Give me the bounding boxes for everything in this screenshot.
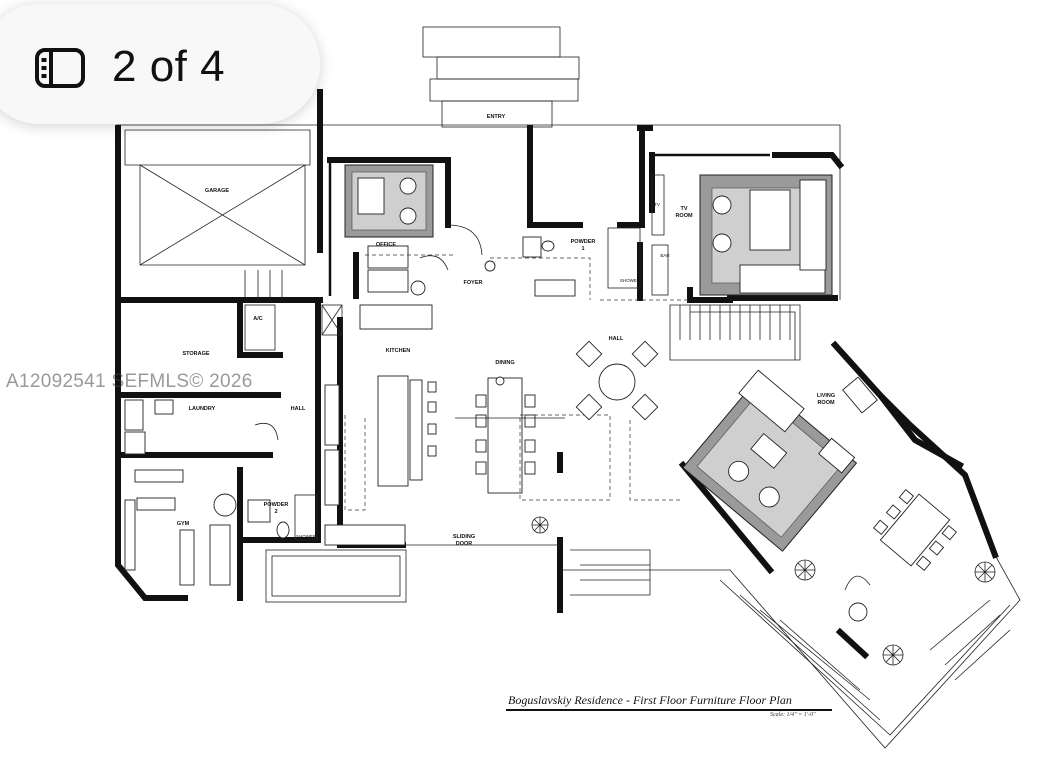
living-room-label: LIVING [817, 393, 835, 399]
hall-1-label: HALL [609, 336, 624, 342]
hall-seating: HALL [575, 336, 659, 421]
powder-1: POWDER 1 SHOWER [522, 227, 641, 297]
tv-mark: TV [654, 202, 660, 207]
watermark: A12092541 SEFMLS© 2026 [6, 371, 253, 392]
foyer-label: FOYER [464, 280, 483, 286]
living-room-label-2: ROOM [817, 400, 835, 406]
gym: GYM [124, 469, 237, 586]
plan-title: Boguslavskiy Residence - First Floor Fur… [508, 693, 792, 707]
kitchen-label: KITCHEN [386, 348, 410, 354]
dining-label: DINING [495, 360, 514, 366]
plant-1 [531, 516, 549, 534]
powder-2: POWDER 2 SHOWER [247, 494, 318, 541]
plan-scale: Scale: 1/4" = 1'-0" [770, 712, 816, 718]
hall-2-label: HALL [291, 406, 306, 412]
laundry: LAUNDRY [124, 399, 216, 455]
powder-2-label: POWDER [264, 502, 289, 508]
office: OFFICE [344, 164, 434, 296]
ac-label: A/C [253, 316, 263, 322]
bar-label: BAR [660, 253, 670, 258]
tv-room: TV ROOM TV BAR [651, 174, 833, 296]
entry-steps: ENTRY [422, 26, 580, 128]
entry-label: ENTRY [487, 114, 506, 120]
kitchen: KITCHEN [324, 304, 437, 546]
shower-1-label: SHOWER [620, 278, 641, 283]
gallery-badge[interactable]: 2 of 4 [0, 4, 320, 124]
office-label: OFFICE [376, 242, 396, 248]
laundry-label: LAUNDRY [189, 406, 216, 412]
tv-room-label: TV [680, 206, 687, 212]
title-underline [506, 709, 832, 711]
living-room: LIVING ROOM [682, 369, 878, 552]
shower-2-label: SHOWER [296, 534, 317, 539]
gym-label: GYM [177, 521, 190, 527]
garage-label: GARAGE [205, 188, 229, 194]
terrace [560, 489, 1021, 749]
dining: DINING [455, 360, 611, 501]
gallery-counter: 2 of 4 [112, 42, 226, 91]
gallery-icon [35, 48, 85, 88]
sliding-door-label-2: DOOR [456, 541, 473, 547]
powder-1-label: POWDER [571, 239, 596, 245]
stairs [669, 304, 801, 361]
powder-2-number: 2 [274, 509, 277, 515]
sliding-door-label: SLIDING [453, 534, 475, 540]
storage-label: STORAGE [182, 351, 209, 357]
powder-1-number: 1 [581, 246, 584, 252]
tv-room-label-2: ROOM [675, 213, 693, 219]
